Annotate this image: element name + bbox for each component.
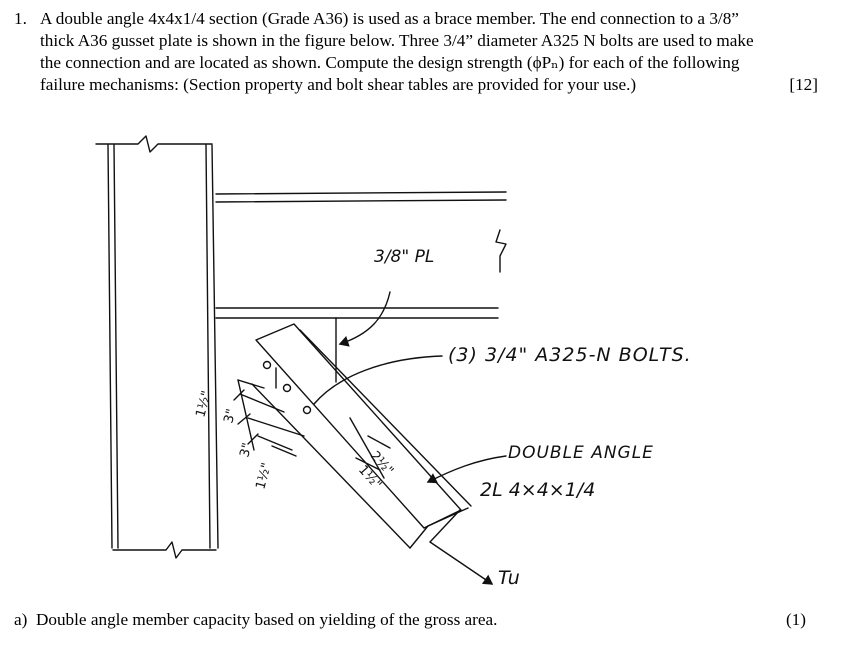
bolt-group <box>262 360 312 415</box>
question-text: A double angle 4x4x1/4 section (Grade A3… <box>40 8 840 96</box>
dim-edge-bottom: 1½" <box>253 461 274 491</box>
dim-edge-top: 1½" <box>193 389 214 419</box>
question-line-4-text: failure mechanisms: (Section property an… <box>40 75 637 94</box>
plate-label: 3/8" PL <box>374 247 434 267</box>
dimension-lines <box>233 379 391 479</box>
plate-leader <box>338 291 391 347</box>
double-angle-brace <box>251 323 472 549</box>
part-a-text: Double angle member capacity based on yi… <box>35 610 498 629</box>
question-line-2: thick A36 gusset plate is shown in the f… <box>40 31 754 50</box>
question-line-4: failure mechanisms: (Section property an… <box>40 74 840 96</box>
part-a-prompt: a) Double angle member capacity based on… <box>14 609 497 631</box>
load-label: Tu <box>498 567 520 589</box>
question-line-3: the connection and are located as shown.… <box>40 53 740 72</box>
question-1: 1. A double angle 4x4x1/4 section (Grade… <box>14 8 840 96</box>
angle-label-line2: 2L 4×4×1/4 <box>480 479 595 501</box>
connection-drawing: 3/8" PL (3) 3/4" A325-N BOLTS. DOUBLE AN… <box>95 135 692 589</box>
bolts-label: (3) 3/4" A325-N BOLTS. <box>448 344 692 366</box>
question-points: [12] <box>789 75 818 94</box>
dim-spacing-2: 3" <box>237 441 255 459</box>
connection-sketch: 3/8" PL (3) 3/4" A325-N BOLTS. DOUBLE AN… <box>88 118 740 610</box>
part-a-points: (1) <box>785 610 806 629</box>
dim-spacing-1: 3" <box>221 407 239 425</box>
beam-member <box>215 191 507 319</box>
angle-leader <box>426 455 507 484</box>
angle-label-line1: DOUBLE ANGLE <box>508 443 654 463</box>
load-arrow <box>429 541 494 585</box>
bolts-leader <box>313 355 443 405</box>
question-line-1: A double angle 4x4x1/4 section (Grade A3… <box>40 9 739 28</box>
question-number: 1. <box>14 9 27 28</box>
column-member <box>95 135 219 559</box>
part-a: a) Double angle member capacity based on… <box>14 609 806 631</box>
part-a-label: a) <box>14 610 28 629</box>
